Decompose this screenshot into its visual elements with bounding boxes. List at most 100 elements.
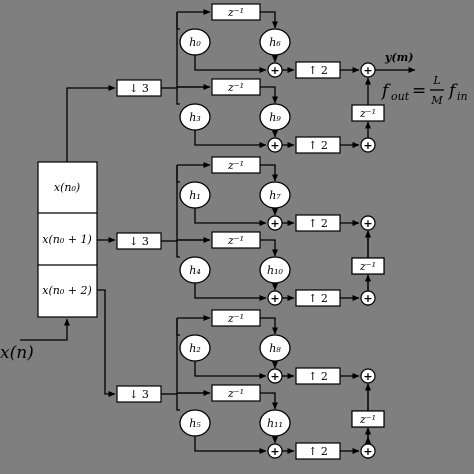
filter-out-wire — [194, 283, 267, 301]
rate-lhs-sub: out — [391, 90, 410, 103]
filter-ellipse — [259, 103, 291, 131]
delay-out-wire — [260, 86, 278, 104]
delay-out-wire — [260, 11, 278, 29]
filter-out-wire — [194, 361, 267, 379]
adder-1-0: + — [267, 215, 283, 231]
filter-ellipse — [179, 256, 211, 284]
delay-box — [211, 309, 261, 327]
adder-circle — [267, 215, 283, 231]
buffer-frame — [37, 161, 98, 318]
input-buffer: x(n₀) x(n₀ + 1) x(n₀ + 2) — [37, 161, 98, 318]
filter-2-3: h₁₁ — [259, 409, 291, 437]
rate-denominator: M — [430, 94, 443, 107]
delay-box — [211, 384, 261, 402]
input-signal-wire — [20, 318, 70, 341]
delay-out-wire — [260, 392, 278, 410]
downsampler-0: ↓ 3 — [116, 79, 162, 97]
filter-1-3: h₁₀ — [259, 256, 291, 284]
delay-box — [211, 156, 261, 174]
filter-label: h₃ — [189, 111, 201, 124]
upsampler-box — [295, 61, 341, 79]
delay-label: z⁻¹ — [227, 234, 244, 247]
upsampler-label: ↑ 2 — [308, 217, 328, 230]
filter-tap-wire — [176, 240, 180, 258]
downsampler-label: ↓ 3 — [129, 82, 149, 95]
delay-out-wire — [260, 317, 278, 335]
adder-sign: + — [270, 217, 279, 230]
delay-label: z⁻¹ — [227, 387, 244, 400]
adder-2-0: + — [267, 368, 283, 384]
adder-2-1: + — [267, 443, 283, 459]
delay-box — [351, 410, 385, 428]
filter-tap-wire — [176, 393, 180, 411]
adder-sign: + — [363, 370, 372, 383]
delay-label: z⁻¹ — [359, 260, 376, 273]
filter-0-3: h₉ — [259, 103, 291, 131]
delay-1-0: z⁻¹ — [211, 156, 261, 174]
upsampler-box — [295, 136, 341, 154]
downsampler-label: ↓ 3 — [129, 235, 149, 248]
filter-ellipse — [259, 256, 291, 284]
filter-label: h₀ — [189, 36, 201, 49]
output-adder-0-1: + — [360, 137, 376, 153]
downsampler-1: ↓ 3 — [116, 232, 162, 250]
output-delay-link-1: z⁻¹ — [351, 257, 385, 275]
upsampler-label: ↑ 2 — [308, 64, 328, 77]
upsampler-label: ↑ 2 — [308, 292, 328, 305]
filter-ellipse — [259, 28, 291, 56]
delay-label: z⁻¹ — [227, 6, 244, 19]
upsampler-2-0: ↑ 2 — [295, 367, 341, 385]
adder-sign: + — [270, 445, 279, 458]
delay-box — [211, 78, 261, 96]
adder-circle — [360, 368, 376, 384]
filter-ellipse — [179, 409, 211, 437]
upsampler-1-1: ↑ 2 — [295, 289, 341, 307]
delay-label: z⁻¹ — [227, 159, 244, 172]
output-delay-0: z⁻¹ — [351, 104, 385, 122]
rate-equation: f out = L M f in — [380, 74, 468, 107]
upsampler-label: ↑ 2 — [308, 370, 328, 383]
adder-circle — [267, 368, 283, 384]
filter-out-wire — [194, 55, 267, 73]
adder-sign: + — [363, 64, 372, 77]
output-adder-1-0: + — [360, 215, 376, 231]
filter-2-0: h₂ — [179, 334, 211, 362]
delay-label: z⁻¹ — [227, 312, 244, 325]
filter-1-1: h₇ — [259, 181, 291, 209]
filter-ellipse — [179, 103, 211, 131]
adder-sign: + — [270, 139, 279, 152]
adder-circle — [360, 215, 376, 231]
delay-label: z⁻¹ — [359, 107, 376, 120]
adder-circle — [267, 443, 283, 459]
delay-2-1: z⁻¹ — [211, 384, 261, 402]
adder-sign: + — [363, 217, 372, 230]
output-adder-2-0: + — [360, 368, 376, 384]
output-adder-2-1: + — [360, 443, 376, 459]
input-route-2 — [97, 289, 116, 397]
filter-1-2: h₄ — [179, 256, 211, 284]
input-signal-label: x(n) — [0, 343, 34, 363]
adder-sign: + — [270, 292, 279, 305]
buffer-cell-2: x(n₀ + 2) — [42, 284, 92, 297]
adder-0-1: + — [267, 137, 283, 153]
filter-1-0: h₁ — [179, 181, 211, 209]
downsampler-2: ↓ 3 — [116, 385, 162, 403]
filter-2-2: h₅ — [179, 409, 211, 437]
output-adder-0-0: + — [360, 62, 376, 78]
filter-label: h₄ — [189, 264, 201, 277]
downsampler-label: ↓ 3 — [129, 388, 149, 401]
delay-0-0: z⁻¹ — [211, 3, 261, 21]
adder-circle — [360, 137, 376, 153]
downsampler-box — [116, 232, 162, 250]
delay-out-wire — [260, 164, 278, 182]
filter-ellipse — [259, 181, 291, 209]
adder-circle — [267, 290, 283, 306]
filter-label: h₂ — [189, 342, 201, 355]
adder-circle — [360, 62, 376, 78]
delay-box — [211, 3, 261, 21]
filter-label: h₅ — [189, 417, 201, 430]
output-adder-1-1: + — [360, 290, 376, 306]
adder-sign: + — [363, 292, 372, 305]
